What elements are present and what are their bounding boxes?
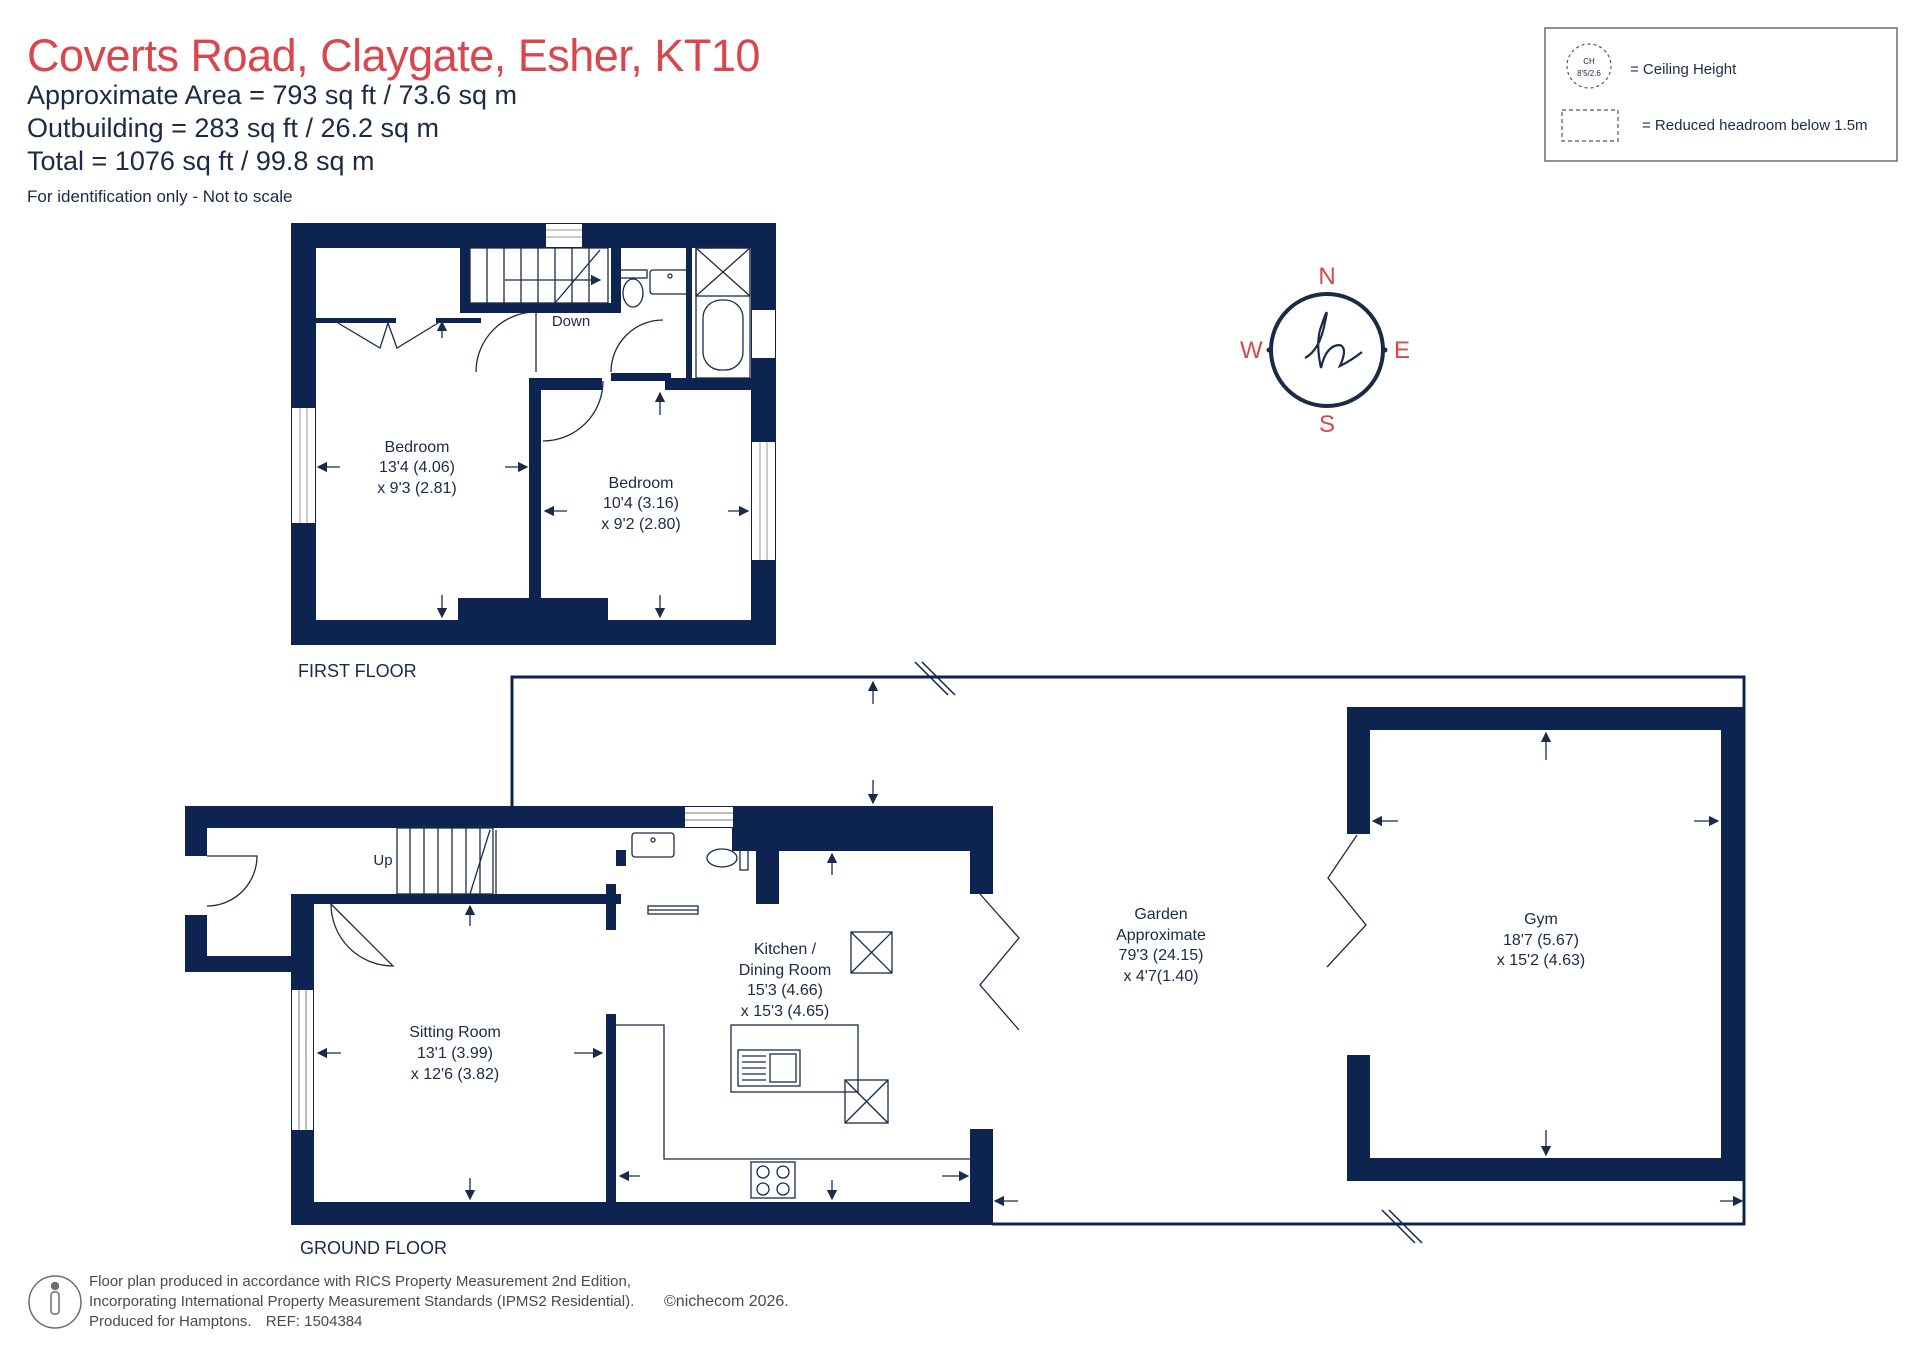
- ff-door-bed2: [542, 380, 604, 442]
- gf-wall-right-lower: [970, 1129, 993, 1225]
- gym-dim2: x 15'2 (4.63): [1497, 952, 1585, 969]
- hamptons-logo-icon: [1304, 311, 1363, 369]
- sitting-room-name: Sitting Room: [409, 1024, 501, 1041]
- compass-south: S: [1319, 411, 1335, 438]
- footer-produced-for: Produced for Hamptons. REF: 1504384: [89, 1312, 363, 1332]
- kitchen-name-2: Dining Room: [739, 962, 831, 979]
- scale-note: For identification only - Not to scale: [27, 187, 293, 206]
- legend-box: CH 8'5/2.6 = Ceiling Height = Reduced he…: [1544, 27, 1898, 162]
- footer-hamptons: Produced for Hamptons.: [89, 1313, 252, 1330]
- kitchen-worktop: [616, 1024, 970, 1160]
- gym-wall-right: [1721, 707, 1744, 1181]
- kitchen-bifold-doors: [979, 893, 1020, 1031]
- footer-copyright: ©nichecom 2026.: [664, 1293, 789, 1310]
- total-area: Total = 1076 sq ft / 99.8 sq m: [27, 146, 375, 176]
- first-floor-labels: Down Bedroom 13'4 (4.06) x 9'3 (2.81) Be…: [298, 313, 681, 681]
- skylight-icon: [844, 1079, 889, 1124]
- ceiling-height-label: = Ceiling Height: [1630, 61, 1737, 78]
- bedroom2-name: Bedroom: [609, 475, 674, 492]
- ff-stairs: [469, 247, 609, 304]
- ground-floor-fixtures: [206, 812, 1367, 1199]
- gf-sitting-door: [330, 903, 395, 967]
- compass: N S E W: [1240, 263, 1410, 438]
- gf-sink-icon: [631, 832, 675, 858]
- bathroom-sink-icon: [649, 269, 691, 295]
- ff-wall-top: [291, 223, 776, 248]
- ff-wall-bottom: [291, 620, 776, 645]
- bedroom2-dim1: 10'4 (3.16): [603, 495, 679, 512]
- ch-badge-bottom: 8'5/2.6: [1577, 69, 1601, 78]
- gf-stairs: [396, 827, 494, 895]
- first-floor-fixtures: [337, 247, 751, 442]
- footer-rics-note: Floor plan produced in accordance with R…: [89, 1273, 631, 1290]
- property-title: Coverts Road, Claygate, Esher, KT10: [27, 30, 760, 81]
- stairs-down-label: Down: [552, 313, 590, 330]
- kitchen-sink-icon: [737, 1049, 801, 1087]
- ceiling-height-badge: [1566, 43, 1612, 89]
- garden-name-2: Approximate: [1116, 927, 1206, 944]
- ff-bottom-cupboard: [458, 598, 608, 620]
- reduced-headroom-label: = Reduced headroom below 1.5m: [1642, 117, 1868, 134]
- gym-name: Gym: [1524, 911, 1558, 928]
- ff-wall-right: [751, 223, 776, 645]
- ground-floor-labels: Up Sitting Room 13'1 (3.99) x 12'6 (3.82…: [300, 852, 1585, 1258]
- kitchen-island: [730, 1024, 859, 1093]
- gf-wall-bottom: [291, 1202, 993, 1225]
- outbuilding-area: Outbuilding = 283 sq ft / 26.2 sq m: [27, 113, 440, 143]
- ff-stair-wall: [460, 248, 470, 313]
- rics-person-icon: [28, 1275, 82, 1329]
- wardrobe-doors: [337, 320, 439, 349]
- first-floor-plan: [291, 223, 776, 645]
- bedroom1-dim2: x 9'3 (2.81): [377, 480, 457, 497]
- gym-wall-top: [1347, 707, 1744, 730]
- ground-floor-arrows: [316, 680, 1744, 1207]
- ground-floor-label: GROUND FLOOR: [300, 1238, 447, 1258]
- compass-north: N: [1318, 263, 1335, 290]
- toilet-icon: [622, 278, 644, 308]
- footer-ipms-note: Incorporating International Property Mea…: [89, 1293, 635, 1310]
- ground-floor-plan: [185, 806, 993, 1225]
- sitting-room-dim2: x 12'6 (3.82): [411, 1066, 499, 1083]
- garden-dim2: x 4'7(1.40): [1123, 968, 1198, 985]
- reduced-headroom-swatch: [1561, 109, 1619, 142]
- hob-icon: [750, 1161, 796, 1199]
- gf-wall-top-right: [732, 806, 993, 851]
- sitting-room-dim1: 13'1 (3.99): [417, 1045, 493, 1062]
- kitchen-name-1: Kitchen /: [754, 941, 817, 958]
- approximate-area: Approximate Area = 793 sq ft / 73.6 sq m: [27, 80, 518, 110]
- gf-toilet-icon: [706, 848, 738, 868]
- gym-wall-bottom: [1347, 1158, 1744, 1181]
- gf-wall-right-upper: [970, 806, 993, 894]
- gf-front-door: [206, 855, 258, 907]
- first-floor-label: FIRST FLOOR: [298, 661, 417, 681]
- ch-badge-top: CH: [1583, 57, 1595, 66]
- kitchen-dim1: 15'3 (4.66): [747, 982, 823, 999]
- bedroom1-name: Bedroom: [385, 439, 450, 456]
- first-floor-arrows: [316, 320, 750, 619]
- gym-wall-left-upper: [1347, 707, 1370, 834]
- footer-ref: REF: 1504384: [265, 1313, 363, 1330]
- bedroom2-dim2: x 9'2 (2.80): [601, 516, 681, 533]
- ff-landing-wall: [316, 318, 396, 323]
- gym-outbuilding: [1347, 707, 1744, 1181]
- garden-dim1: 79'3 (24.15): [1119, 947, 1204, 964]
- gym-dim1: 18'7 (5.67): [1503, 932, 1579, 949]
- compass-ring: [1269, 292, 1385, 408]
- stairs-up-label: Up: [373, 852, 392, 869]
- bedroom1-dim1: 13'4 (4.06): [379, 459, 455, 476]
- gym-bifold-doors: [1326, 834, 1367, 968]
- garden-name-1: Garden: [1134, 906, 1187, 923]
- gf-porch-left: [185, 806, 207, 856]
- compass-east: E: [1394, 337, 1410, 364]
- ff-bed-divider: [529, 378, 541, 620]
- ff-door-landing: [475, 311, 537, 373]
- kitchen-dim2: x 15'3 (4.65): [741, 1003, 829, 1020]
- gf-hall-wall: [331, 894, 621, 904]
- ff-door-bath: [610, 319, 664, 373]
- garden-boundary: [510, 661, 1746, 1244]
- gym-wall-left-lower: [1347, 1055, 1370, 1181]
- compass-west: W: [1240, 337, 1263, 364]
- skylight-icon: [850, 931, 893, 974]
